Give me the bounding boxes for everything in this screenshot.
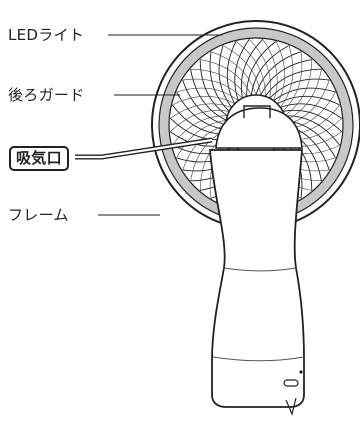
head-clip	[243, 105, 271, 118]
guard-spoke	[264, 68, 322, 97]
guard-spoke	[190, 69, 227, 121]
guard-spoke-cross	[176, 87, 239, 101]
label-rear-guard: 後ろガード	[8, 86, 85, 104]
guard-spoke	[284, 115, 340, 146]
guard-spoke	[209, 51, 230, 112]
guard-spoke-cross	[172, 115, 228, 146]
guard-spoke-cross	[190, 68, 247, 97]
guard-spoke	[280, 103, 342, 119]
head-dome	[215, 107, 303, 149]
stand-lower-seam	[212, 356, 305, 362]
label-intake: 吸気口	[9, 146, 69, 171]
label-frame: フレーム	[8, 206, 69, 224]
guard-spoke-cross	[222, 45, 261, 96]
guard-spoke-cross	[182, 78, 243, 99]
guard-spoke-cross	[210, 51, 257, 96]
indicator-dot	[299, 370, 303, 374]
pointer-stub	[285, 397, 297, 416]
guard-spoke	[260, 59, 312, 96]
guard-spoke-cross	[284, 59, 313, 116]
guard-spoke-cross	[275, 41, 285, 104]
guard-spoke	[199, 59, 228, 117]
guard-spoke-cross	[248, 39, 271, 99]
stand-seam	[223, 267, 297, 272]
guard-spoke-cross	[262, 39, 278, 101]
usb-port-icon	[283, 379, 299, 387]
guard-spoke	[226, 41, 237, 105]
stand-body	[209, 149, 305, 408]
guard-spoke	[234, 39, 250, 101]
guard-spoke	[240, 38, 264, 99]
guard-spoke-cross	[285, 69, 322, 121]
guard-spoke	[273, 87, 336, 102]
guard-spoke	[255, 51, 302, 96]
guard-spoke	[269, 78, 330, 99]
guard-spoke	[218, 45, 233, 108]
guard-spoke-cross	[172, 96, 235, 106]
guard-spoke-cross	[282, 51, 303, 112]
guard-spoke	[282, 109, 343, 133]
guard-spoke-cross	[176, 120, 227, 159]
guard-spoke-cross	[170, 103, 232, 119]
guard-spoke	[250, 45, 290, 96]
guard-spoke	[246, 41, 277, 97]
label-led-light: LEDライト	[8, 26, 85, 44]
guard-spoke	[276, 95, 340, 106]
guard-spoke-cross	[280, 45, 294, 108]
leader-intake-fill	[75, 138, 213, 159]
guard-spoke-cross	[200, 59, 252, 96]
guard-spoke-cross	[235, 41, 266, 97]
guard-spoke-cross	[170, 110, 230, 133]
guard-spoke	[182, 79, 227, 126]
